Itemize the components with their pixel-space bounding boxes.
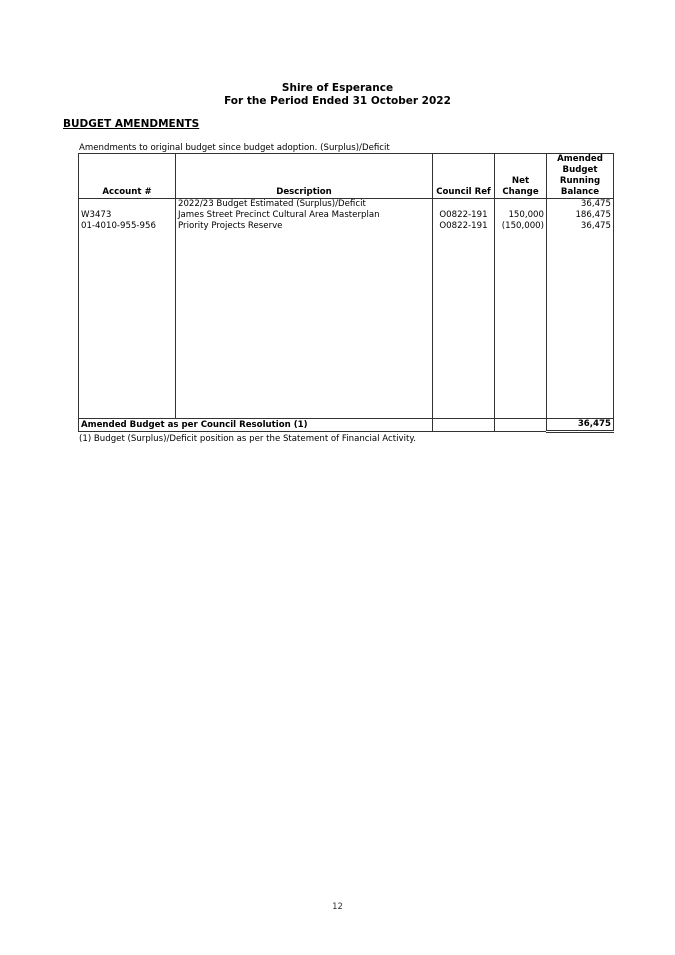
table-row: 2022/23 Budget Estimated (Surplus)/Defic… (78, 198, 614, 210)
table-row: W3473 James Street Precinct Cultural Are… (78, 210, 614, 221)
cell-description: Priority Projects Reserve (175, 221, 433, 232)
table-header-row: Account # Description Council Ref Net Ch… (78, 153, 614, 199)
col-net-change-line1: Net (511, 176, 530, 186)
page-number: 12 (332, 902, 343, 912)
cell-net-change (494, 198, 547, 210)
table-intro: Amendments to original budget since budg… (79, 143, 390, 153)
col-account: Account # (78, 153, 176, 199)
col-net-change: Net Change (494, 153, 547, 199)
filler-cell (494, 232, 547, 419)
total-council-ref (432, 418, 495, 432)
table-row: 01-4010-955-956 Priority Projects Reserv… (78, 221, 614, 232)
filler-cell (546, 232, 614, 419)
cell-council-ref (432, 198, 495, 210)
cell-account: 01-4010-955-956 (78, 221, 176, 232)
total-net-change (494, 418, 547, 432)
cell-description: James Street Precinct Cultural Area Mast… (175, 210, 433, 221)
section-heading: BUDGET AMENDMENTS (63, 118, 200, 130)
total-label: Amended Budget as per Council Resolution… (78, 418, 433, 432)
cell-balance: 36,475 (546, 221, 614, 232)
cell-balance: 186,475 (546, 210, 614, 221)
cell-net-change: 150,000 (494, 210, 547, 221)
table-filler-row (78, 232, 614, 419)
period-title: For the Period Ended 31 October 2022 (224, 95, 451, 107)
cell-description: 2022/23 Budget Estimated (Surplus)/Defic… (175, 198, 433, 210)
col-balance: Amended Budget Running Balance (546, 153, 614, 199)
cell-net-change: (150,000) (494, 221, 547, 232)
col-balance-line2: Budget (562, 165, 598, 175)
col-balance-line1: Amended (557, 154, 603, 165)
filler-cell (175, 232, 433, 419)
cell-council-ref: O0822-191 (432, 210, 495, 221)
col-council-ref: Council Ref (432, 153, 495, 199)
budget-amendments-table: Account # Description Council Ref Net Ch… (78, 153, 614, 433)
total-balance: 36,475 (546, 418, 614, 433)
col-description: Description (175, 153, 433, 199)
col-net-change-line2: Change (502, 187, 539, 197)
cell-account: W3473 (78, 210, 176, 221)
org-title: Shire of Esperance (281, 82, 394, 94)
col-balance-line3: Running (559, 176, 601, 186)
filler-cell (432, 232, 495, 419)
filler-cell (78, 232, 176, 419)
col-balance-line4: Balance (560, 187, 600, 197)
table-total-row: Amended Budget as per Council Resolution… (78, 418, 614, 433)
cell-balance: 36,475 (546, 198, 614, 210)
cell-council-ref: O0822-191 (432, 221, 495, 232)
cell-account (78, 198, 176, 210)
footnote: (1) Budget (Surplus)/Deficit position as… (79, 434, 416, 444)
